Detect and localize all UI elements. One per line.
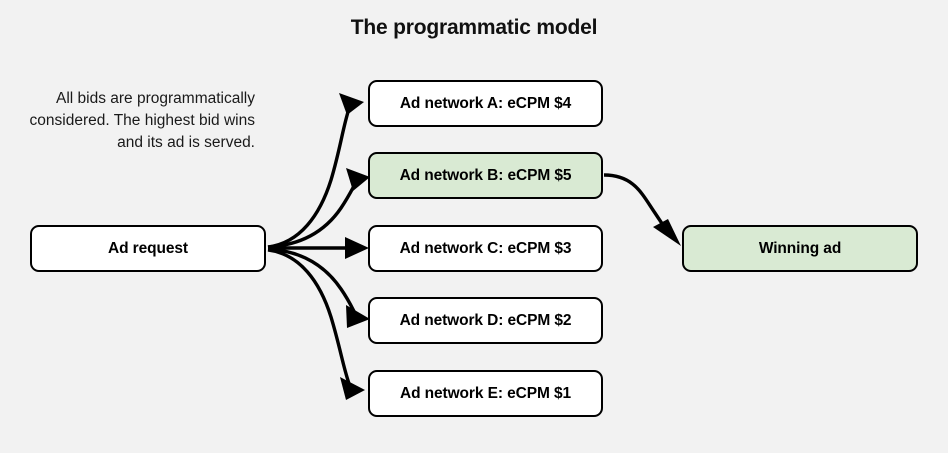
- node-ad-request-label: Ad request: [108, 239, 188, 257]
- node-winning-ad-label: Winning ad: [758, 239, 842, 257]
- node-ad-network-d[interactable]: Ad network D: eCPM $2: [368, 297, 603, 344]
- node-ad-network-e[interactable]: Ad network E: eCPM $1: [368, 370, 603, 417]
- edge-request-to-network-c: [268, 237, 369, 259]
- node-ad-network-a[interactable]: Ad network A: eCPM $4: [368, 80, 603, 127]
- node-ad-network-d-label: Ad network D: eCPM $2: [399, 311, 572, 329]
- node-ad-network-b[interactable]: Ad network B: eCPM $5: [368, 152, 603, 199]
- description-text: All bids are programmatically considered…: [29, 90, 255, 151]
- edge-network-b-to-winning-ad: [603, 173, 681, 246]
- node-ad-network-e-label: Ad network E: eCPM $1: [399, 384, 572, 402]
- node-ad-network-c[interactable]: Ad network C: eCPM $3: [368, 225, 603, 272]
- edge-request-to-network-b: [267, 168, 370, 249]
- node-ad-network-a-label: Ad network A: eCPM $4: [399, 94, 572, 112]
- edge-request-to-network-e: [267, 248, 365, 400]
- page-title: The programmatic model: [350, 16, 598, 39]
- node-ad-request[interactable]: Ad request: [30, 225, 266, 272]
- edge-request-to-network-d: [267, 247, 370, 328]
- node-ad-network-b-label: Ad network B: eCPM $5: [399, 166, 572, 184]
- node-ad-network-c-label: Ad network C: eCPM $3: [399, 239, 572, 257]
- node-winning-ad[interactable]: Winning ad: [682, 225, 918, 272]
- edge-request-to-network-a: [267, 93, 364, 249]
